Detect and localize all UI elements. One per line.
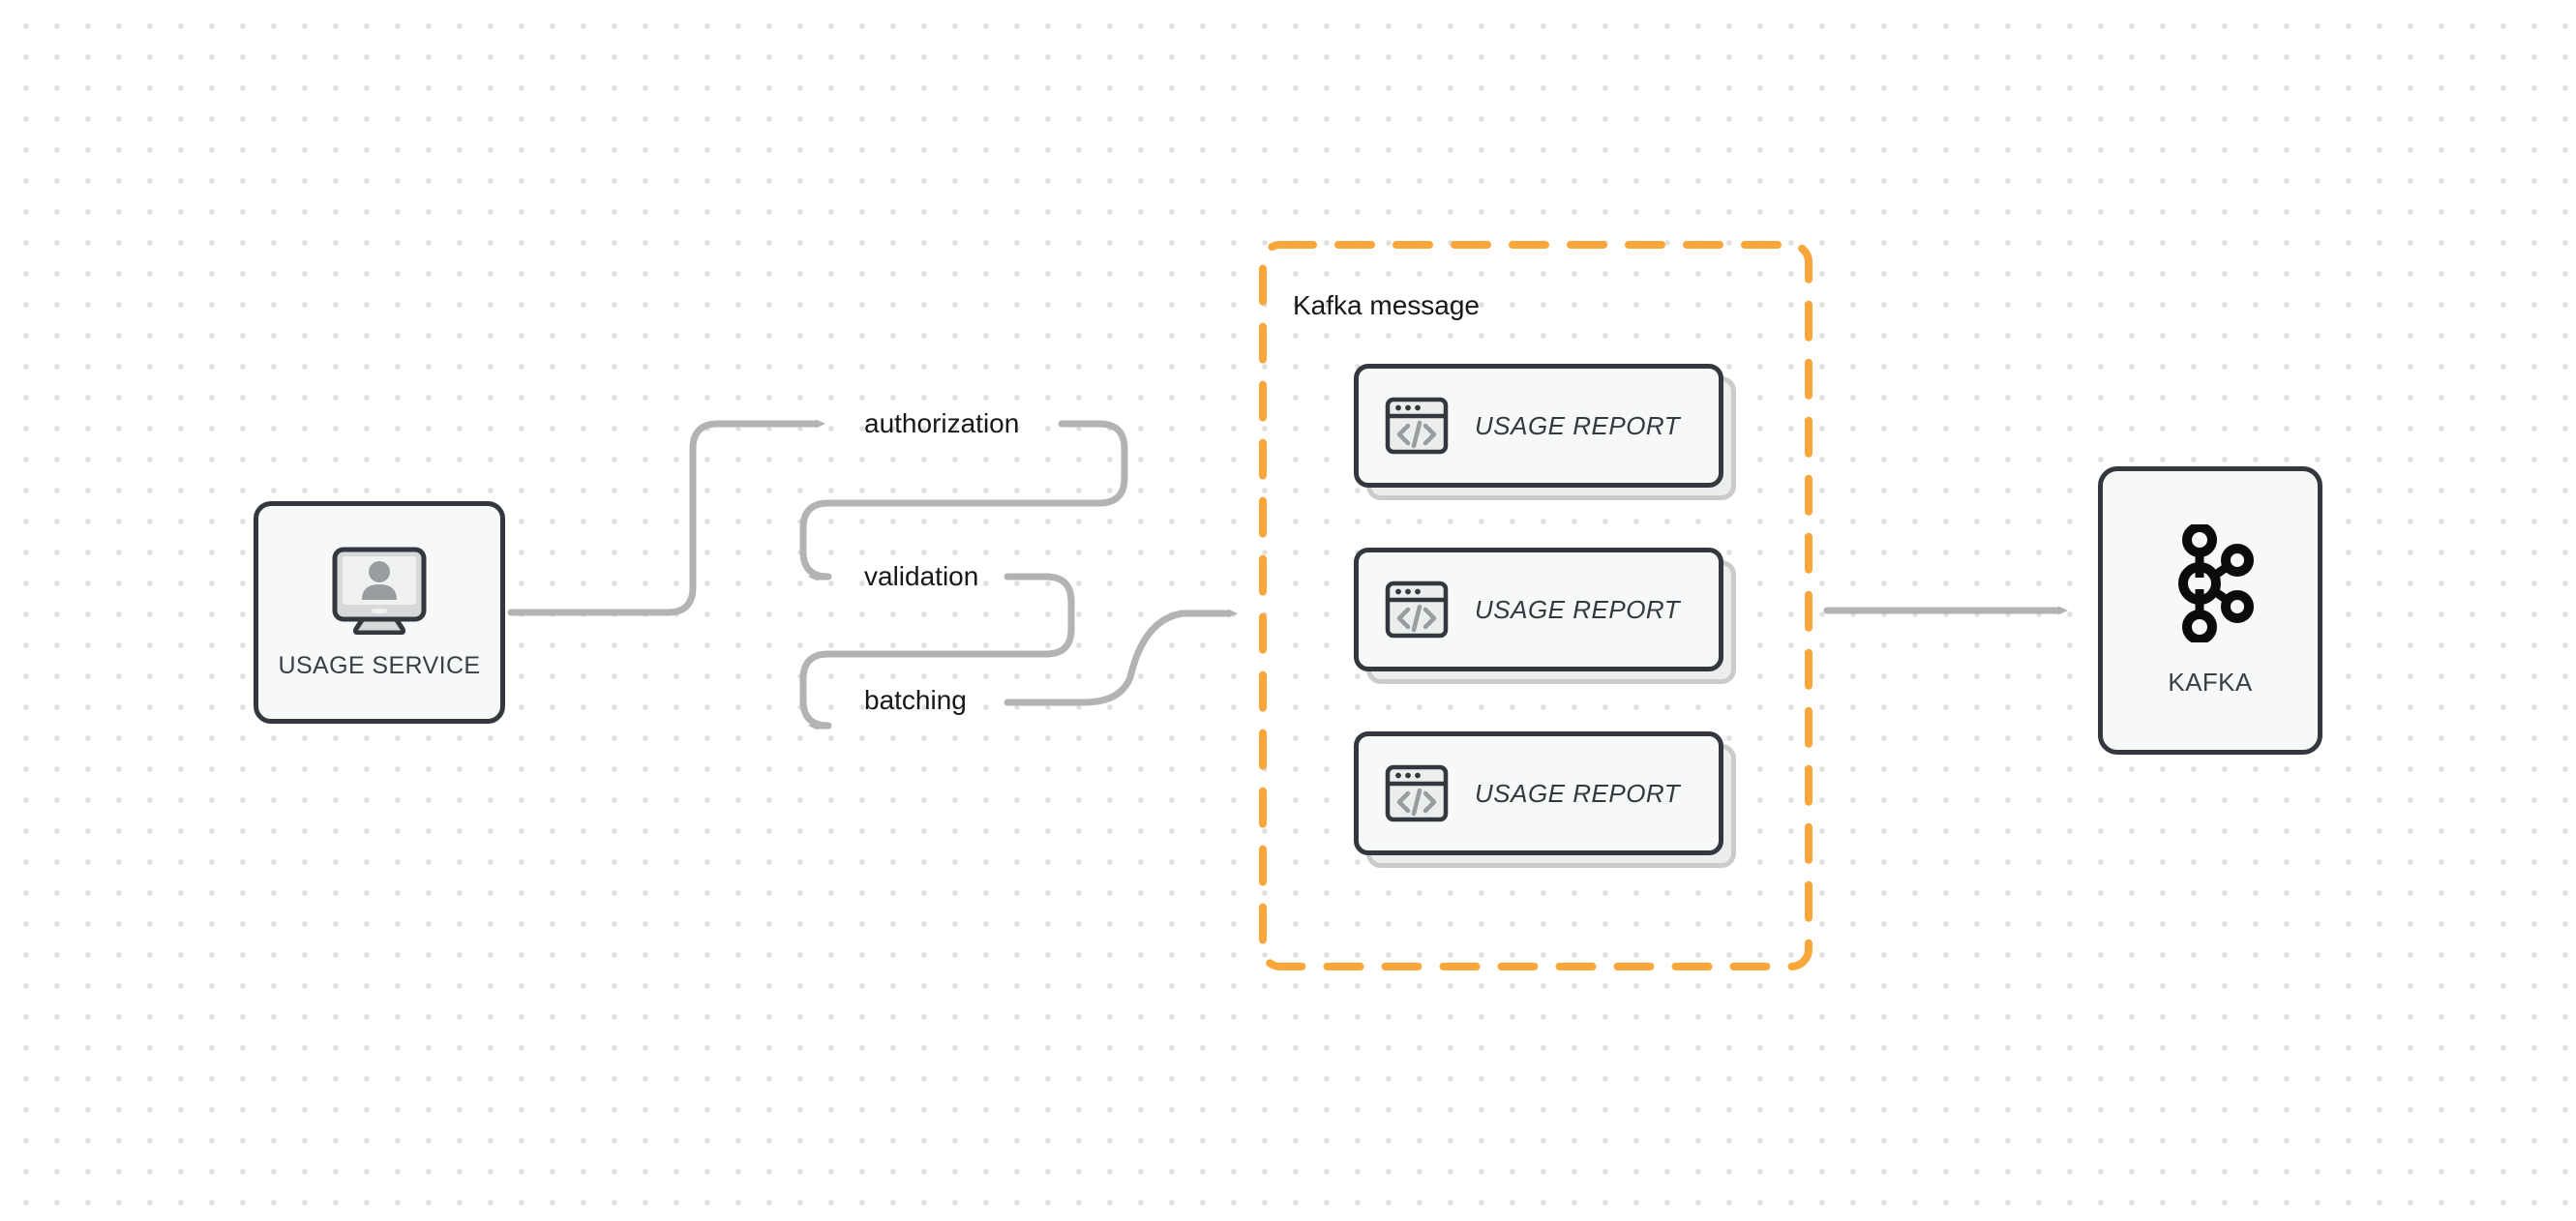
node-usage-service-label: USAGE SERVICE [278,651,481,679]
connector-authorization-to-validation [799,420,1128,581]
usage-report-card[interactable]: USAGE REPORT [1354,548,1736,684]
group-kafka-message: Kafka message USAGE REPORT [1259,241,1812,970]
card-front[interactable]: USAGE REPORT [1354,364,1723,488]
usage-report-card-label: USAGE REPORT [1475,778,1681,808]
kafka-logo-icon [2178,523,2254,642]
connector-batching-to-kafka-message [1003,609,1238,706]
node-usage-service[interactable]: USAGE SERVICE [254,501,505,724]
card-front[interactable]: USAGE REPORT [1354,548,1723,671]
step-label-batching: batching [864,685,967,715]
code-window-icon [1385,581,1449,639]
connector-usage-service-to-authorization [507,419,825,616]
step-label-validation: validation [864,561,979,591]
group-kafka-message-title: Kafka message [1293,290,1480,320]
code-window-icon [1385,397,1449,455]
node-kafka-label: KAFKA [2168,667,2253,697]
step-label-authorization: authorization [864,408,1020,438]
usage-report-card-label: USAGE REPORT [1475,594,1681,624]
card-front[interactable]: USAGE REPORT [1354,731,1723,855]
code-window-icon [1385,764,1449,822]
monitor-user-icon [332,547,427,635]
usage-report-card-label: USAGE REPORT [1475,410,1681,440]
usage-report-card[interactable]: USAGE REPORT [1354,364,1736,500]
node-kafka[interactable]: KAFKA [2098,466,2322,755]
usage-report-card[interactable]: USAGE REPORT [1354,731,1736,868]
